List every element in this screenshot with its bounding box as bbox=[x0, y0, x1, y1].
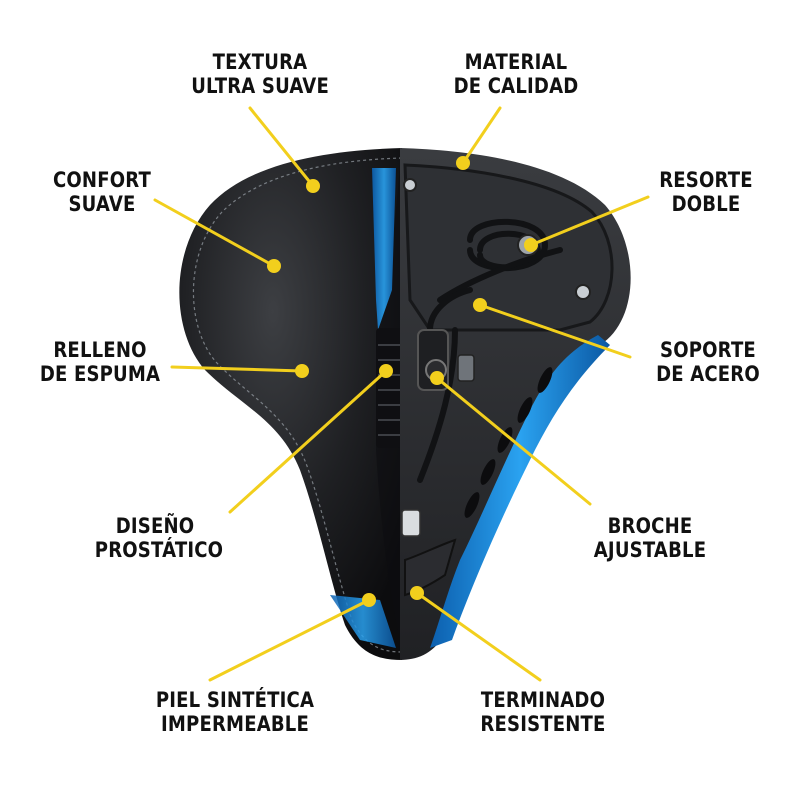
leader-line-piel bbox=[208, 598, 371, 682]
leader-line-soporte bbox=[478, 303, 632, 359]
callout-dot-broche bbox=[430, 371, 444, 385]
leader-line-terminado bbox=[415, 591, 542, 682]
saddle-underside bbox=[400, 148, 631, 660]
callout-dot-resorte bbox=[524, 238, 538, 252]
callout-dot-terminado bbox=[410, 586, 424, 600]
leader-line-relleno bbox=[170, 365, 304, 373]
leader-line-textura bbox=[248, 106, 315, 188]
callout-dot-diseno bbox=[379, 364, 393, 378]
leader-line-broche bbox=[435, 376, 592, 506]
leader-line-resorte bbox=[529, 195, 650, 247]
leader-line-diseno bbox=[228, 369, 388, 514]
callout-dot-piel bbox=[362, 593, 376, 607]
callout-dot-confort bbox=[267, 259, 281, 273]
leather-top bbox=[179, 148, 402, 660]
callout-dot-material bbox=[456, 156, 470, 170]
callout-dot-soporte bbox=[473, 298, 487, 312]
leader-line-confort bbox=[153, 198, 276, 268]
callout-dot-relleno bbox=[295, 364, 309, 378]
callout-dot-textura bbox=[306, 179, 320, 193]
leader-line-material bbox=[461, 106, 502, 165]
